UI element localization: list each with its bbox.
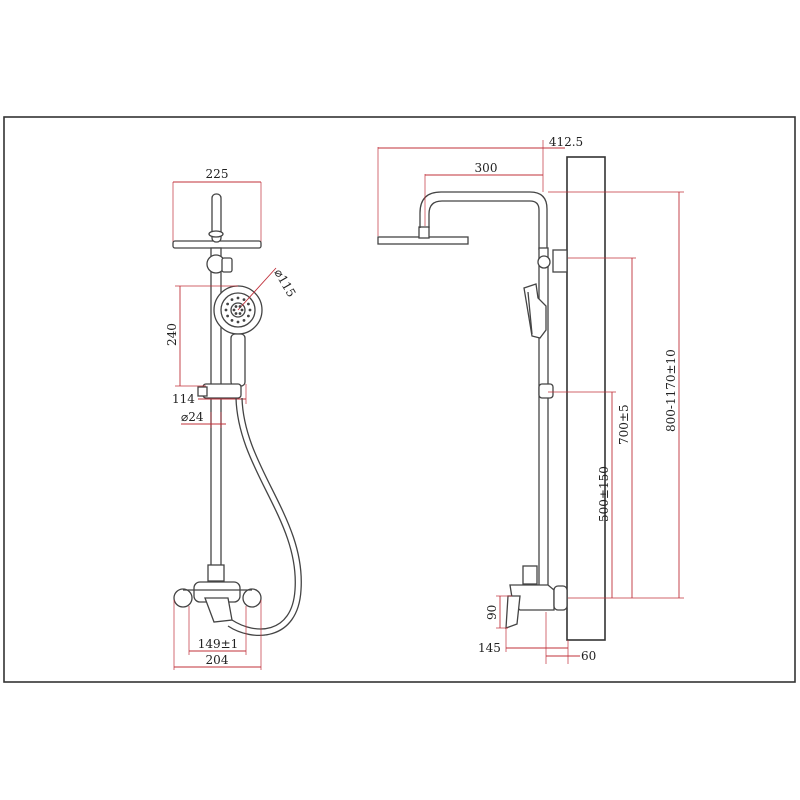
dim-label-114: 114 bbox=[172, 392, 195, 406]
nozzle-dot bbox=[234, 305, 238, 308]
mixer-handle bbox=[204, 597, 233, 623]
diverter-handle bbox=[221, 257, 233, 273]
mixer-inlet-left bbox=[173, 588, 193, 608]
riser-pipe-side bbox=[538, 247, 549, 589]
nozzle-dot bbox=[230, 318, 234, 322]
shower-hose bbox=[231, 397, 296, 630]
nozzle-dot bbox=[242, 298, 246, 302]
dim-label-412: 412.5 bbox=[549, 135, 583, 149]
dim-label-total: 800-1170±10 bbox=[664, 349, 678, 432]
nozzle-dot bbox=[242, 318, 246, 322]
nozzle-dot bbox=[226, 302, 230, 306]
hand-shower-side bbox=[523, 283, 547, 339]
front-view: 225 ⌀115 240 114 ⌀24 bbox=[165, 167, 302, 670]
side-view: 412.5 300 800-1170±10 700±5 500±150 90 1… bbox=[377, 135, 684, 664]
nozzle-dot bbox=[236, 296, 240, 300]
nozzle-dot bbox=[238, 305, 242, 308]
nozzle-dot bbox=[234, 312, 238, 315]
hand-shower-handle bbox=[230, 333, 246, 387]
nozzle-dot bbox=[246, 314, 250, 318]
dim-label-300: 300 bbox=[475, 161, 498, 175]
dim-label-149: 149±1 bbox=[198, 637, 239, 651]
hand-shower-face bbox=[220, 292, 256, 328]
top-pipe bbox=[211, 193, 222, 243]
pipe-collar bbox=[208, 230, 224, 238]
nozzle-dot bbox=[248, 308, 252, 312]
wall-bracket-top bbox=[552, 249, 568, 273]
dim-label-24: ⌀24 bbox=[181, 410, 204, 424]
nozzle-dot bbox=[240, 308, 244, 312]
shower-arm bbox=[419, 191, 548, 250]
shower-hose bbox=[227, 397, 302, 636]
dim-label-115: ⌀115 bbox=[271, 267, 298, 300]
diverter-side bbox=[537, 255, 551, 269]
dim-label-60: 60 bbox=[581, 649, 596, 663]
slider-bracket-side bbox=[538, 383, 554, 399]
mixer-handle-side bbox=[505, 595, 521, 629]
wall-bracket-bottom bbox=[553, 585, 568, 611]
nozzle-dot bbox=[236, 320, 240, 324]
dim-label-225: 225 bbox=[206, 167, 229, 181]
hand-shower-center bbox=[230, 302, 246, 318]
dim-label-500: 500±150 bbox=[597, 466, 611, 522]
nozzle-dot bbox=[232, 308, 236, 312]
dim-label-204: 204 bbox=[206, 653, 229, 667]
dim-label-240: 240 bbox=[165, 323, 179, 346]
dim-label-145: 145 bbox=[478, 641, 501, 655]
mixer-collar bbox=[207, 564, 225, 582]
dim-label-90: 90 bbox=[485, 605, 499, 620]
nozzle-dot bbox=[238, 312, 242, 315]
wall-section bbox=[566, 156, 606, 641]
slider-clamp bbox=[197, 386, 208, 397]
dim-label-700: 700±5 bbox=[617, 404, 631, 445]
hand-shower-face-side bbox=[527, 291, 533, 335]
mixer-inlet-right bbox=[242, 588, 262, 608]
head-connector bbox=[418, 226, 430, 239]
mixer-collar-side bbox=[522, 565, 538, 585]
shower-arm bbox=[428, 200, 540, 250]
nozzle-dot bbox=[246, 302, 250, 306]
nozzle-dot bbox=[224, 308, 228, 312]
nozzle-dot bbox=[230, 298, 234, 302]
drawing-frame bbox=[3, 116, 796, 683]
slider-bracket bbox=[202, 383, 242, 399]
dim-line bbox=[237, 267, 277, 311]
nozzle-dot bbox=[226, 314, 230, 318]
